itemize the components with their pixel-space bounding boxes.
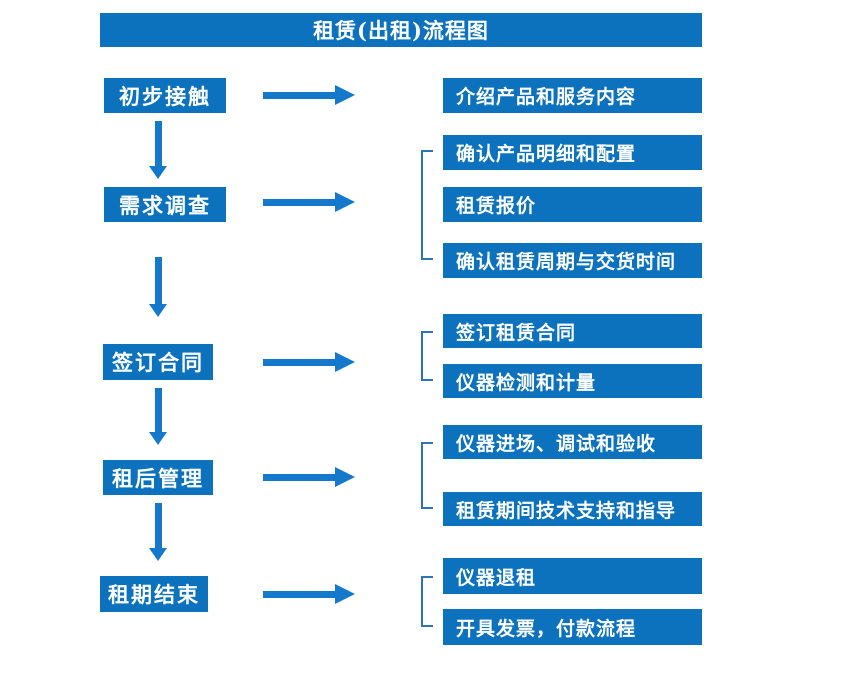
step-box-initial-contact: 初步接触 bbox=[104, 78, 226, 113]
item-box-confirm-product-details: 确认产品明细和配置 bbox=[443, 135, 702, 170]
bracket-connector bbox=[421, 331, 433, 381]
arrow-down-icon bbox=[149, 257, 167, 317]
arrow-shaft bbox=[263, 359, 337, 366]
item-box-instrument-testing: 仪器检测和计量 bbox=[443, 364, 702, 398]
arrow-head bbox=[149, 432, 167, 445]
arrow-head bbox=[335, 352, 355, 372]
arrow-shaft bbox=[263, 474, 337, 481]
step-box-rental-end: 租期结束 bbox=[100, 576, 208, 612]
step-box-demand-survey: 需求调查 bbox=[104, 187, 226, 222]
step-box-post-rental-management: 租后管理 bbox=[103, 460, 213, 495]
arrow-down-icon bbox=[149, 121, 167, 179]
arrow-head bbox=[335, 584, 355, 604]
arrow-shaft bbox=[263, 591, 337, 598]
item-box-invoice-payment: 开具发票，付款流程 bbox=[443, 609, 702, 645]
arrow-head bbox=[335, 467, 355, 487]
arrow-right-icon bbox=[263, 85, 355, 105]
item-box-instrument-return: 仪器退租 bbox=[443, 558, 702, 594]
bracket-connector bbox=[421, 576, 433, 627]
arrow-shaft bbox=[155, 388, 162, 432]
arrow-head bbox=[149, 166, 167, 179]
bracket-connector bbox=[421, 150, 433, 260]
arrow-shaft bbox=[263, 92, 337, 99]
item-box-sign-rental-contract: 签订租赁合同 bbox=[443, 314, 702, 348]
arrow-head bbox=[335, 192, 355, 212]
flowchart-title: 租赁(出租)流程图 bbox=[100, 13, 702, 47]
step-box-sign-contract: 签订合同 bbox=[103, 344, 213, 380]
arrow-shaft bbox=[155, 121, 162, 166]
bracket-connector bbox=[421, 442, 433, 509]
item-box-rental-support: 租赁期间技术支持和指导 bbox=[443, 492, 702, 526]
arrow-right-icon bbox=[263, 192, 355, 212]
arrow-head bbox=[335, 85, 355, 105]
arrow-right-icon bbox=[263, 467, 355, 487]
item-box-introduce-products: 介绍产品和服务内容 bbox=[443, 78, 702, 113]
arrow-shaft bbox=[155, 503, 162, 548]
item-box-instrument-arrival: 仪器进场、调试和验收 bbox=[443, 425, 702, 459]
arrow-head bbox=[149, 304, 167, 317]
arrow-right-icon bbox=[263, 352, 355, 372]
item-box-rental-quote: 租赁报价 bbox=[443, 187, 702, 222]
arrow-shaft bbox=[263, 199, 337, 206]
arrow-shaft bbox=[155, 257, 162, 304]
arrow-down-icon bbox=[149, 503, 167, 561]
arrow-head bbox=[149, 548, 167, 561]
item-box-confirm-rental-period: 确认租赁周期与交货时间 bbox=[443, 243, 702, 278]
arrow-right-icon bbox=[263, 584, 355, 604]
arrow-down-icon bbox=[149, 388, 167, 445]
